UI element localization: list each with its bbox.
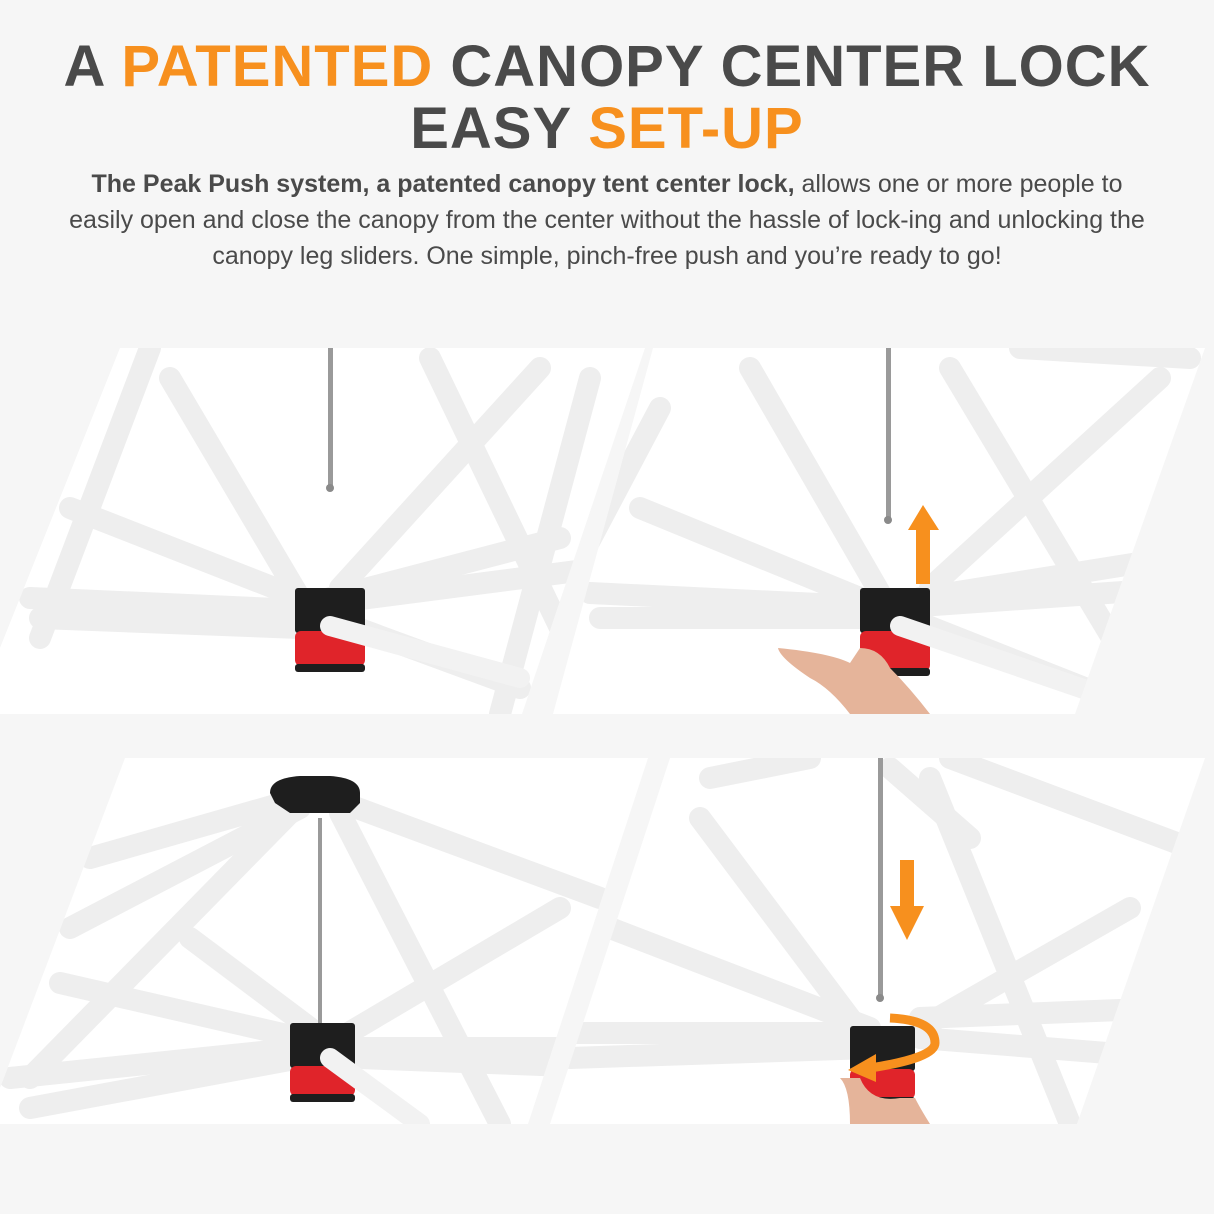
top-cap (270, 776, 360, 813)
center-pole (886, 348, 891, 520)
description-bold: The Peak Push system, a patented canopy … (91, 170, 795, 198)
photo-panel-step-3 (0, 758, 648, 1124)
hand-image (840, 1078, 930, 1124)
headline-text: CANOPY CENTER LOCK (433, 34, 1151, 99)
description-text: allows one or more people to easily open… (69, 170, 1145, 270)
photo-panel-step-1 (0, 348, 645, 714)
headline-text: A (63, 34, 122, 99)
hand-image (778, 648, 930, 714)
canopy-frame-illustration (559, 348, 1201, 714)
headline-accent: PATENTED (121, 34, 434, 99)
headline-line-1: A PATENTED CANOPY CENTER LOCK (0, 36, 1214, 98)
canopy-frame-illustration (0, 776, 648, 1124)
canopy-frame-illustration (550, 758, 1201, 1124)
canopy-frame-illustration (19, 348, 611, 714)
center-pole (318, 818, 322, 1043)
rotate-icon (869, 1013, 940, 1073)
headline-accent: SET-UP (588, 96, 804, 161)
description: The Peak Push system, a patented canopy … (60, 166, 1154, 274)
headline-line-2: EASY SET-UP (0, 98, 1214, 160)
center-pole (328, 348, 333, 488)
headline: A PATENTED CANOPY CENTER LOCK EASY SET-U… (0, 36, 1214, 160)
headline-text: EASY (410, 96, 589, 161)
photo-panel-step-4 (550, 758, 1205, 1124)
photo-panel-step-2 (553, 348, 1205, 714)
center-pole (878, 758, 883, 998)
arrow-up-icon (908, 505, 939, 584)
arrow-down-icon (890, 860, 924, 940)
